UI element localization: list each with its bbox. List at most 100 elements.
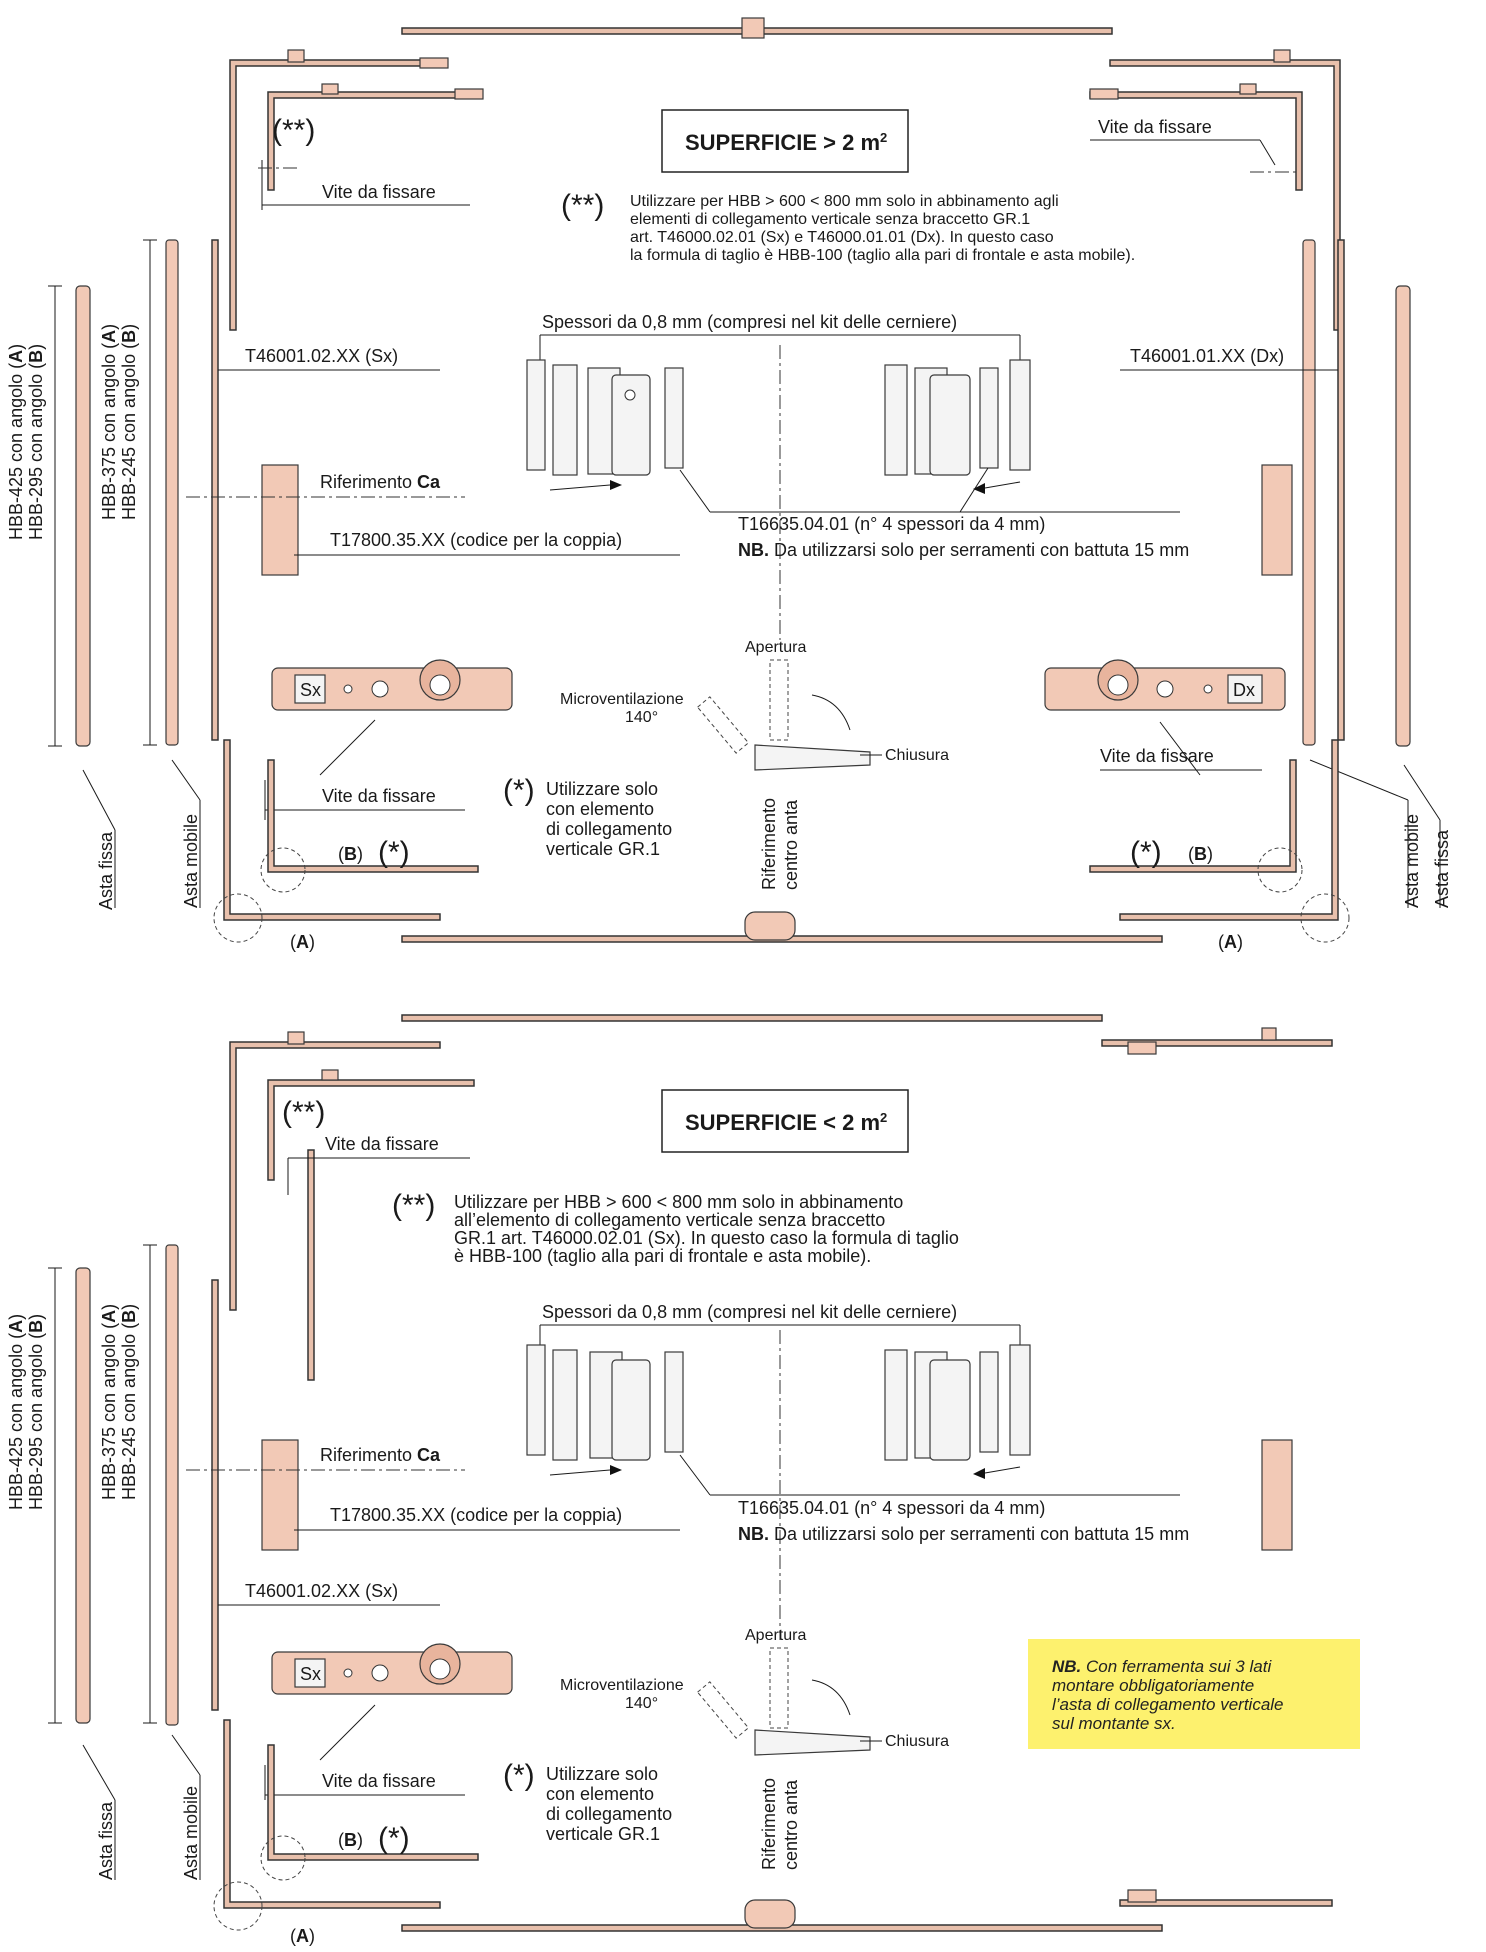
tl-corner-clip <box>287 49 305 63</box>
label-hbb-425: HBB-425 con angolo (A) <box>6 344 26 540</box>
ca-part-left <box>261 464 299 576</box>
gearbox-sx-bottom: Sx <box>271 1643 513 1695</box>
br-outer-angle <box>1119 739 1339 921</box>
leader <box>1309 759 1409 801</box>
title-box-top <box>661 109 909 173</box>
star-note-b4: verticale GR.1 <box>546 1824 660 1844</box>
sx-label-box <box>294 1658 326 1688</box>
arrowhead <box>610 480 622 490</box>
tr-inner-clip <box>1239 83 1257 95</box>
left-asta-fissa <box>75 1267 91 1724</box>
b-label-tr: (B) <box>1188 844 1213 864</box>
vite-da-fissare-b1: Vite da fissare <box>325 1134 439 1154</box>
label-hbb-425-b: HBB-425 con angolo (A) <box>6 1314 26 1510</box>
hinge-left-top <box>526 359 684 491</box>
star-note-3: di collegamento <box>546 819 672 839</box>
title-top: SUPERFICIE > 2 m2 <box>685 130 887 155</box>
double-star-top: (**) <box>272 114 315 147</box>
microventilazione-bottom: Microventilazione <box>560 1677 684 1694</box>
label-hbb-375-b: HBB-375 con angolo (A) <box>99 1304 119 1500</box>
vite-da-fissare-br: Vite da fissare <box>1100 746 1214 766</box>
yellow-note-line-4: sul montante sx. <box>1052 1714 1176 1733</box>
cam <box>1156 680 1174 698</box>
tr-inner-end <box>1089 88 1119 100</box>
note-line-1: Utilizzare per HBB > 600 < 800 mm solo i… <box>630 193 1059 210</box>
yellow-note-line-2: montare obbligatoriamente <box>1052 1676 1255 1695</box>
corner-detail-b <box>260 1835 306 1881</box>
handle-spindle <box>429 1658 451 1680</box>
deg-bottom: 140° <box>625 1695 658 1712</box>
star-note-4: verticale GR.1 <box>546 839 660 859</box>
arrow <box>984 1466 1021 1474</box>
arrow <box>549 1469 611 1476</box>
star-bottom: (*) <box>503 1759 535 1792</box>
right-vertical-rail <box>1337 239 1345 741</box>
leader <box>679 469 711 513</box>
leader <box>1259 139 1276 166</box>
leader <box>171 759 201 801</box>
spessori-label-top: Spessori da 0,8 mm (compresi nel kit del… <box>542 312 957 332</box>
vite-da-fissare-b2: Vite da fissare <box>322 1771 436 1791</box>
label-asta-mobile: Asta mobile <box>181 814 201 908</box>
star-note-1: Utilizzare solo <box>546 779 658 799</box>
note-line-3: art. T46000.02.01 (Sx) e T46000.01.01 (D… <box>630 229 1054 246</box>
apertura-bottom: Apertura <box>745 1627 806 1644</box>
microventilazione-top: Microventilazione <box>560 691 684 708</box>
hinge-plate <box>1009 1344 1031 1456</box>
clip <box>287 1031 305 1045</box>
a-label-tr: (A) <box>1218 932 1243 952</box>
bottom-section: HBB-425 con angolo (A) HBB-295 con angol… <box>6 1014 1333 1946</box>
hinge-left-bottom <box>526 1344 684 1476</box>
gearbox-sx-top: Sx <box>271 659 513 711</box>
hinge-plate <box>884 1349 908 1461</box>
clip <box>321 1069 339 1081</box>
right-asta-fissa <box>1395 285 1411 747</box>
note-line-4: la formula di taglio è HBB-100 (taglio a… <box>630 247 1135 264</box>
chiusura-bottom: Chiusura <box>885 1733 949 1750</box>
leader <box>82 1744 116 1801</box>
hinge-right-bottom <box>884 1344 1031 1479</box>
ca-part-left <box>261 1439 299 1551</box>
double-star-bottom: (**) <box>282 1096 325 1129</box>
handle-closed <box>754 1729 871 1756</box>
code-left-bottom: T46001.02.XX (Sx) <box>245 1581 398 1601</box>
hinge-plate <box>526 359 546 471</box>
tl-inner-end <box>454 88 484 100</box>
top-rail-center-block <box>741 17 765 39</box>
corner-detail-b-right <box>1257 847 1303 893</box>
title-box-bottom <box>661 1089 909 1153</box>
label-hbb-295-b: HBB-295 con angolo (B) <box>26 1314 46 1510</box>
double-star-note-bottom: (**) <box>392 1189 435 1222</box>
corner-detail-b <box>260 847 306 893</box>
leader <box>959 467 989 513</box>
label-hbb-245-b: HBB-245 con angolo (B) <box>119 1304 139 1500</box>
b-label-tl: (B) <box>338 844 363 864</box>
sx-label: Sx <box>300 680 321 700</box>
hinge-plate <box>552 1349 578 1461</box>
nb-bottom: NB. Da utilizzarsi solo per serramenti c… <box>738 1524 1189 1544</box>
leader <box>1403 764 1441 821</box>
coppia-top: T17800.35.XX (codice per la coppia) <box>330 530 622 550</box>
deg-top: 140° <box>625 709 658 726</box>
bl-outer-angle <box>223 1719 441 1909</box>
coppia-bottom: T17800.35.XX (codice per la coppia) <box>330 1505 622 1525</box>
left-vertical-rail <box>211 1279 219 1711</box>
note-b-4: è HBB-100 (taglio alla pari di frontale … <box>454 1246 871 1266</box>
vite-da-fissare-bl: Vite da fissare <box>322 786 436 806</box>
leader <box>679 1454 711 1496</box>
tr-corner-clip <box>1273 49 1291 63</box>
a-label-tl: (A) <box>290 932 315 952</box>
hinge-body <box>929 1359 971 1461</box>
arrowhead <box>973 1468 985 1479</box>
label-asta-fissa: Asta fissa <box>96 831 116 910</box>
top-section: HBB-425 con angolo (A) HBB-295 con angol… <box>6 17 1452 952</box>
title-bottom: SUPERFICIE < 2 m2 <box>685 1110 887 1135</box>
b-label-b: (B) <box>338 1830 363 1850</box>
label-asta-mobile-b: Asta mobile <box>181 1786 201 1880</box>
dx-label: Dx <box>1233 680 1255 700</box>
riferimento-ca-bottom: Riferimento Ca <box>320 1445 441 1465</box>
left-vertical-rail <box>211 239 219 741</box>
left-asta-mobile <box>165 239 179 746</box>
handle-open-ghost <box>769 659 789 741</box>
